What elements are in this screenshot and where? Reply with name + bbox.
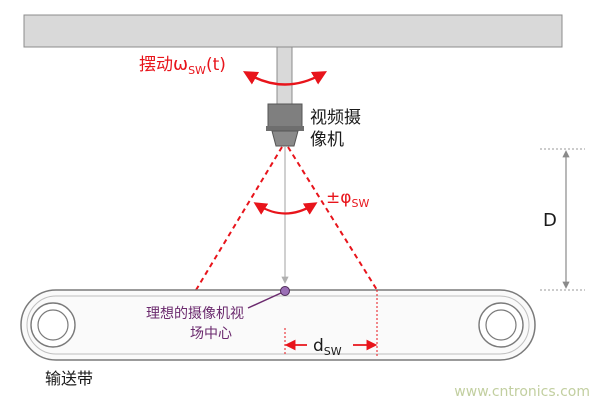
right-roller-icon bbox=[478, 302, 524, 348]
conveyor-belt bbox=[20, 289, 536, 361]
fov-right-edge bbox=[287, 146, 378, 291]
overhead-beam bbox=[23, 14, 563, 48]
video-camera-icon bbox=[266, 103, 304, 147]
camera-mount-post bbox=[276, 46, 293, 108]
swing-label: 摆动ωSW(t) bbox=[139, 54, 226, 77]
ideal-center-point bbox=[280, 286, 290, 296]
swing-arrow bbox=[242, 71, 328, 86]
watermark: www.cntronics.com bbox=[454, 384, 590, 400]
ideal-center-label: 理想的摄像机视场中心 bbox=[146, 306, 244, 342]
offset-label: dSW bbox=[313, 336, 342, 358]
fov-left-edge bbox=[195, 146, 283, 291]
angle-arc bbox=[253, 202, 318, 215]
ideal-center-leader bbox=[247, 292, 282, 309]
conveyor-label: 输送带 bbox=[45, 369, 93, 388]
angle-label: ±φSW bbox=[326, 188, 369, 210]
left-roller-icon bbox=[30, 302, 76, 348]
height-label: D bbox=[543, 210, 557, 231]
camera-label: 视频摄像机 bbox=[310, 108, 361, 150]
